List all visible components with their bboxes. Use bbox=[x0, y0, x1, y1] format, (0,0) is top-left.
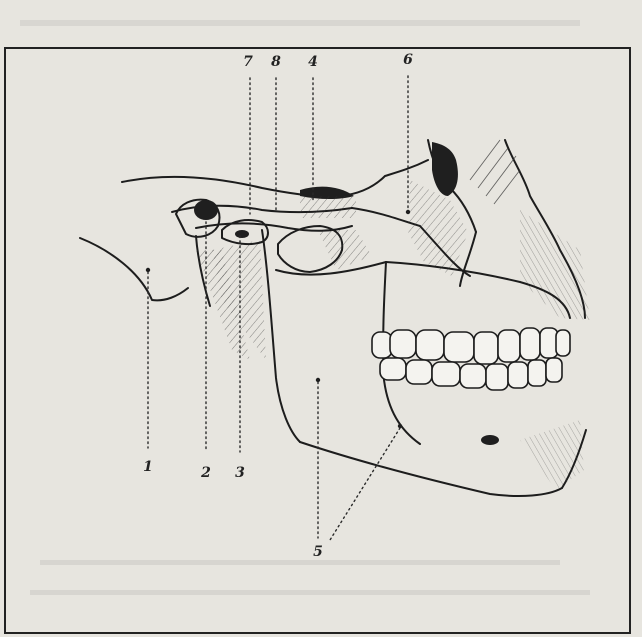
label-4: 4 bbox=[308, 54, 318, 70]
label-1: 1 bbox=[143, 459, 153, 475]
label-5: 5 bbox=[313, 544, 323, 560]
label-8: 8 bbox=[271, 54, 281, 70]
label-3: 3 bbox=[235, 465, 245, 481]
label-2: 2 bbox=[200, 465, 211, 481]
label-6: 6 bbox=[403, 52, 413, 68]
label-7: 7 bbox=[243, 54, 253, 70]
